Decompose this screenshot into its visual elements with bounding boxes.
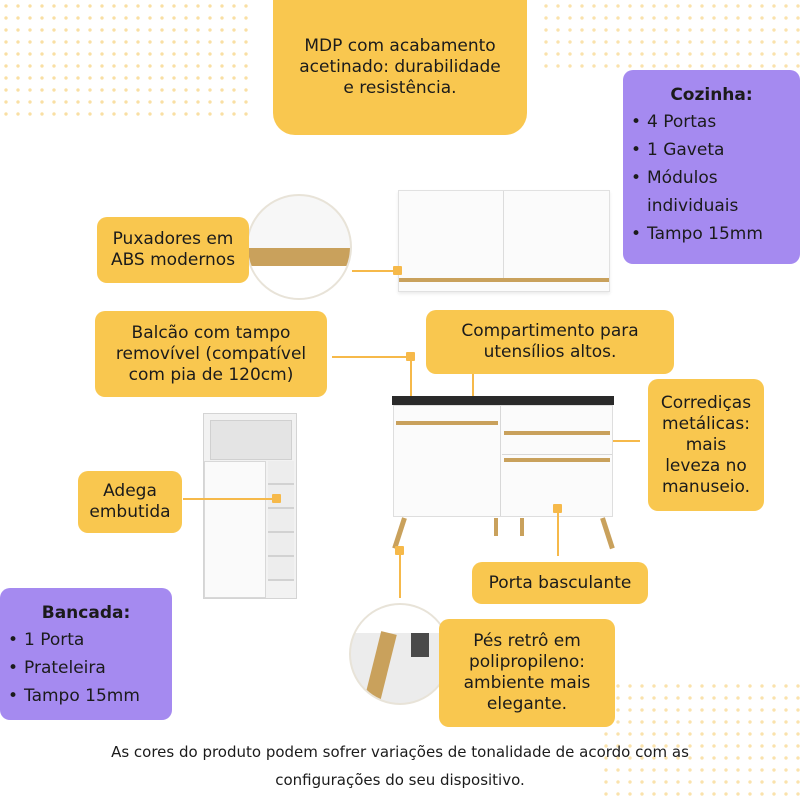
top-note-line-1: MDP com acabamento: [304, 36, 496, 56]
lower-cabinet-handle-left: [396, 421, 498, 425]
cozinha-box: Cozinha: 4 Portas 1 Gaveta Módulos indiv…: [623, 70, 800, 264]
upper-cabinet-divider: [503, 191, 504, 279]
cozinha-item-cont: individuais: [647, 196, 739, 216]
balcao-arrow: [332, 356, 410, 358]
cabinet-leg-left: [392, 517, 407, 550]
lower-cabinet-drawer-line: [502, 454, 612, 455]
porta-arrow: [557, 508, 559, 556]
cozinha-list: 4 Portas 1 Gaveta Módulos individuais Ta…: [623, 108, 800, 248]
compartimento-line-2: utensílios altos.: [483, 342, 617, 362]
puxadores-arrow-end: [393, 266, 402, 275]
lower-cabinet: [392, 396, 614, 522]
footer-line-1: As cores do produto podem sofrer variaçõ…: [111, 743, 689, 761]
upper-cabinet: [398, 190, 610, 292]
pes-line-3: ambiente mais: [463, 673, 591, 693]
adega-line-1: Adega: [103, 481, 157, 501]
wine-tower-door: [204, 461, 266, 598]
lower-cabinet-top: [392, 396, 614, 405]
pes-callout: Pés retrô em polipropileno: ambiente mai…: [439, 619, 615, 727]
cozinha-item: 1 Gaveta: [623, 136, 800, 164]
corredicas-line-5: manuseio.: [661, 476, 751, 497]
dot-pattern-bottom-right: [600, 680, 800, 800]
bancada-box: Bancada: 1 Porta Prateleira Tampo 15mm: [0, 588, 172, 720]
balcao-line-1: Balcão com tampo: [131, 322, 291, 343]
top-note-box: MDP com acabamento acetinado: durabilida…: [273, 0, 527, 135]
pes-line-4: elegante.: [486, 694, 568, 714]
bancada-item: Tampo 15mm: [0, 682, 172, 710]
balcao-callout: Balcão com tampo removível (compatível c…: [95, 311, 327, 397]
top-note-line-3: e resistência.: [343, 78, 457, 98]
dot-pattern-top-right: [540, 0, 800, 70]
bancada-item: 1 Porta: [0, 626, 172, 654]
dot-pattern-top-left: [0, 0, 250, 120]
corredicas-callout: Corrediças metálicas: mais leveza no man…: [648, 379, 764, 511]
cozinha-item: 4 Portas: [623, 108, 800, 136]
top-note-line-2: acetinado: durabilidade: [299, 57, 501, 77]
corredicas-line-4: leveza no: [665, 455, 747, 476]
footer-line-2: configurações do seu dispositivo.: [275, 771, 525, 789]
pes-line-2: polipropileno:: [468, 652, 586, 672]
pes-line-1: Pés retrô em: [473, 631, 581, 651]
pes-arrow: [399, 550, 401, 598]
lower-cabinet-divider: [500, 406, 501, 516]
puxadores-line-2: ABS modernos: [110, 250, 236, 270]
bancada-item: Prateleira: [0, 654, 172, 682]
pes-detail-circle: [349, 603, 451, 705]
cozinha-title: Cozinha:: [670, 85, 753, 105]
cabinet-leg-mid-right: [520, 518, 524, 536]
puxadores-line-1: Puxadores em: [112, 229, 234, 249]
wine-tower-cubbies: [268, 461, 294, 581]
porta-label: Porta basculante: [488, 572, 632, 593]
compartimento-callout: Compartimento para utensílios altos.: [426, 310, 674, 374]
puxadores-arrow: [352, 270, 398, 272]
corredicas-line-2: metálicas:: [662, 413, 750, 434]
balcao-line-3: com pia de 120cm): [128, 364, 294, 385]
adega-callout: Adega embutida: [78, 471, 182, 533]
bancada-title: Bancada:: [41, 603, 131, 623]
adega-arrow: [183, 498, 277, 500]
cabinet-leg-mid-left: [494, 518, 498, 536]
cozinha-item: Tampo 15mm: [623, 220, 800, 248]
puxadores-callout: Puxadores em ABS modernos: [97, 217, 249, 283]
adega-line-2: embutida: [89, 502, 171, 522]
porta-arrow-end: [553, 504, 562, 513]
bancada-list: 1 Porta Prateleira Tampo 15mm: [0, 626, 172, 710]
balcao-arrow-down: [410, 356, 412, 396]
wine-tower-top-shelf: [210, 420, 292, 460]
corredicas-line-1: Corrediças: [660, 392, 752, 413]
upper-cabinet-handle: [399, 278, 609, 282]
porta-callout: Porta basculante: [472, 562, 648, 604]
footer-disclaimer: As cores do produto podem sofrer variaçõ…: [40, 738, 760, 794]
balcao-line-2: removível (compatível: [115, 343, 307, 364]
puxador-detail-circle: [246, 194, 352, 300]
lower-cabinet-handle-right: [504, 431, 610, 435]
pes-arrow-end: [395, 546, 404, 555]
compartimento-line-1: Compartimento para: [461, 321, 639, 341]
corredicas-arrow: [604, 440, 640, 442]
cozinha-item: Módulos: [623, 164, 800, 192]
corredicas-line-3: mais: [685, 434, 727, 455]
wine-tower: [203, 413, 297, 599]
adega-arrow-end: [272, 494, 281, 503]
cabinet-leg-right: [600, 517, 615, 550]
lower-cabinet-handle-drawer: [504, 458, 610, 462]
